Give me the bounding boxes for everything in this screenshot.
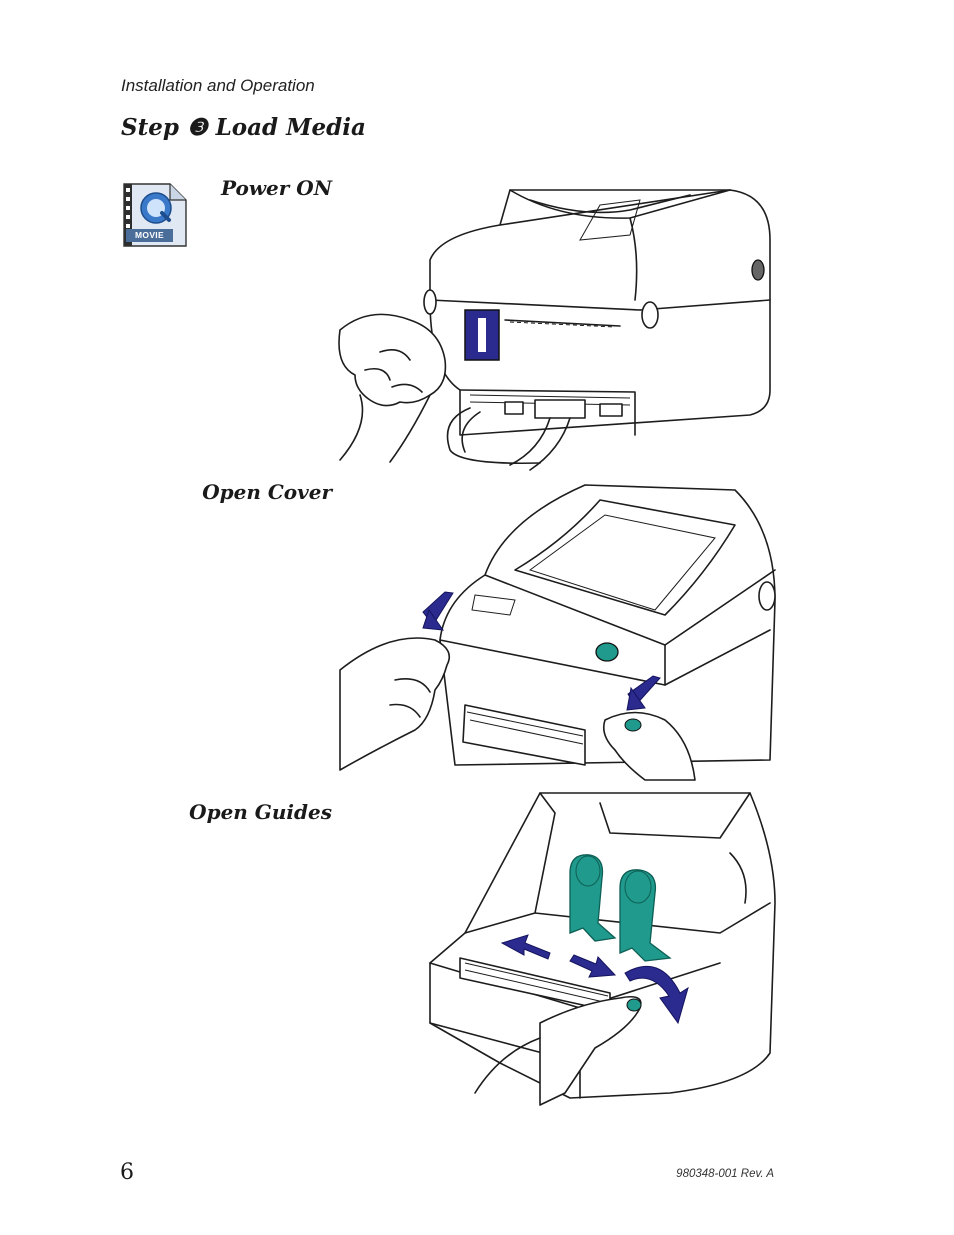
caption-open-cover: Open Cover [202,480,332,504]
figure-open-cover [339,484,776,781]
movie-label: MOVIE [126,229,173,242]
running-header: Installation and Operation [121,76,315,95]
page-number: 6 [120,1160,134,1185]
movie-link[interactable]: MOVIE [122,182,188,248]
figure-power-on [338,189,771,471]
document-id: 980348-001 Rev. A [676,1168,774,1180]
caption-open-guides: Open Guides [189,800,332,824]
step-title: Step ❸ Load Media [121,114,366,141]
caption-power-on: Power ON [221,176,332,200]
figure-open-guides [429,792,776,1106]
